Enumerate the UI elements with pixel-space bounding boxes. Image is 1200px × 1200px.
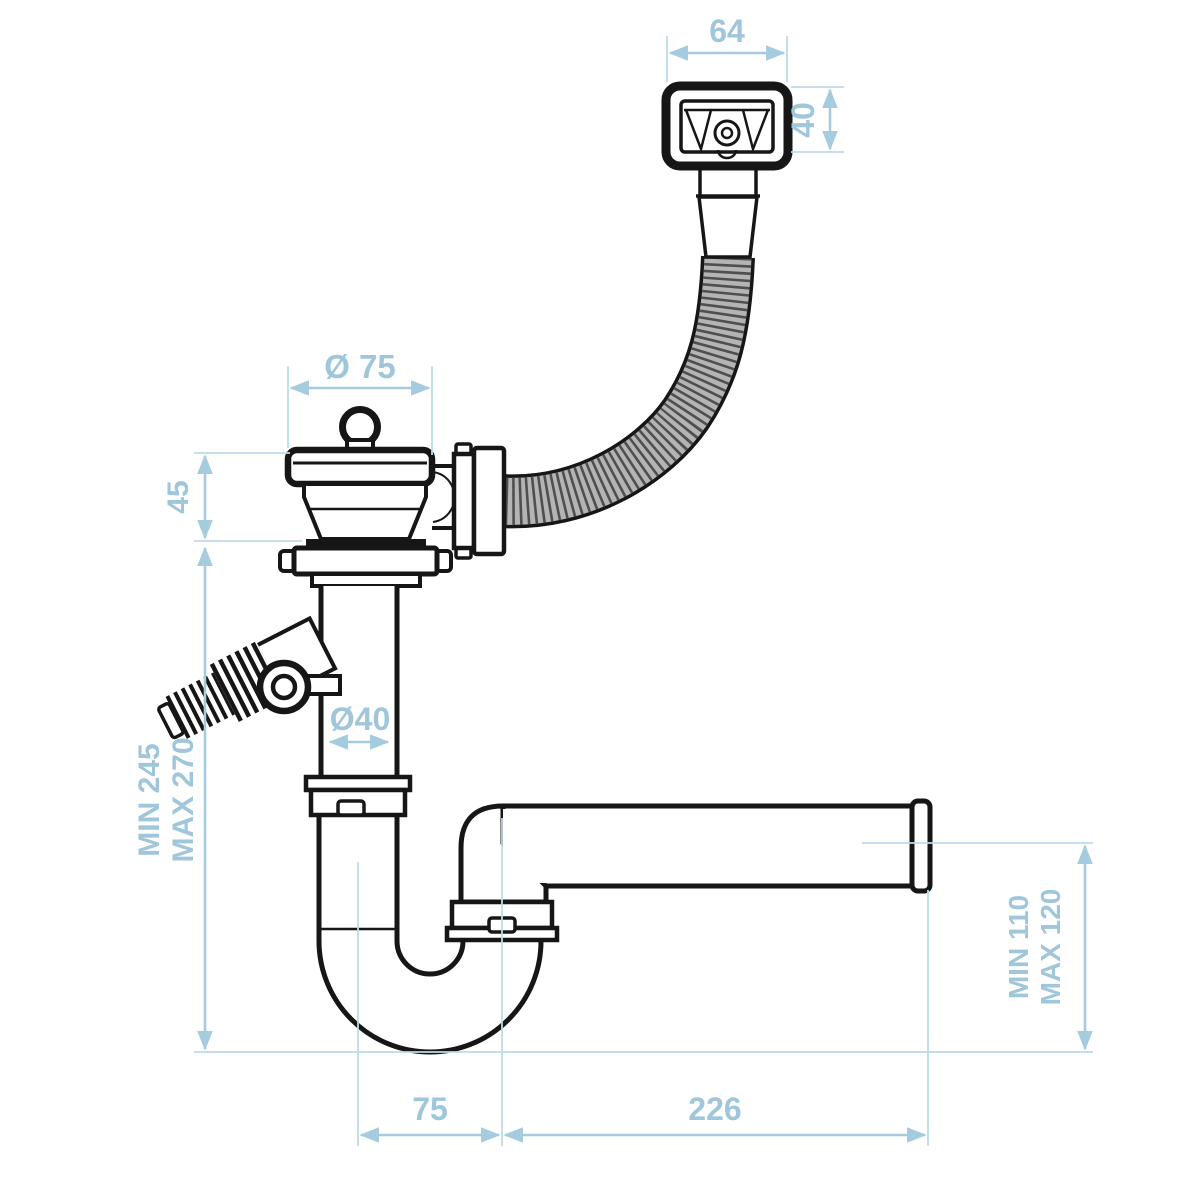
dim-overflow-width: 64 — [666, 13, 788, 82]
dim-label-overflow-width: 64 — [709, 13, 745, 49]
dim-overall-height: MIN 245 MAX 270 — [133, 546, 213, 1051]
inlet-cap-ring — [256, 659, 342, 715]
overflow-screw-icon — [713, 119, 741, 147]
outlet-pipe — [503, 798, 933, 894]
dim-label-height-max: MAX 270 — [167, 737, 200, 862]
dim-label-outlet-length: 226 — [688, 1091, 741, 1127]
p-trap-bend — [316, 940, 544, 1055]
overflow-cover — [661, 81, 793, 171]
hose-nut — [451, 442, 507, 560]
dim-label-pipe-diameter: Ø40 — [330, 701, 390, 737]
sink-strainer — [278, 406, 453, 588]
dim-label-strainer-diameter: Ø 75 — [324, 348, 396, 385]
trap-nut-top — [303, 774, 413, 818]
dim-strainer-diameter: Ø 75 — [287, 348, 433, 455]
dim-label-height-min: MIN 245 — [133, 743, 166, 856]
dim-overflow-height: 40 — [785, 86, 844, 153]
overflow-neck — [696, 162, 760, 259]
dim-label-outlet-height-max: MAX 120 — [1035, 889, 1066, 1006]
dim-outlet-height: MIN 110 MAX 120 — [1003, 844, 1093, 1051]
extension-lines — [194, 818, 1093, 1146]
dim-trap-offset: 75 — [359, 1091, 501, 1143]
dim-label-overflow-height: 40 — [785, 102, 821, 138]
dim-label-strainer-height: 45 — [162, 480, 195, 513]
dim-outlet-length: 226 — [503, 1091, 927, 1143]
dim-strainer-height: 45 — [162, 452, 302, 542]
dim-pipe-diameter: Ø40 — [328, 701, 390, 750]
overflow-hose — [498, 255, 755, 529]
dim-label-trap-offset: 75 — [412, 1091, 448, 1127]
outlet-end-cap — [909, 798, 933, 894]
dim-label-outlet-height-min: MIN 110 — [1003, 895, 1034, 999]
